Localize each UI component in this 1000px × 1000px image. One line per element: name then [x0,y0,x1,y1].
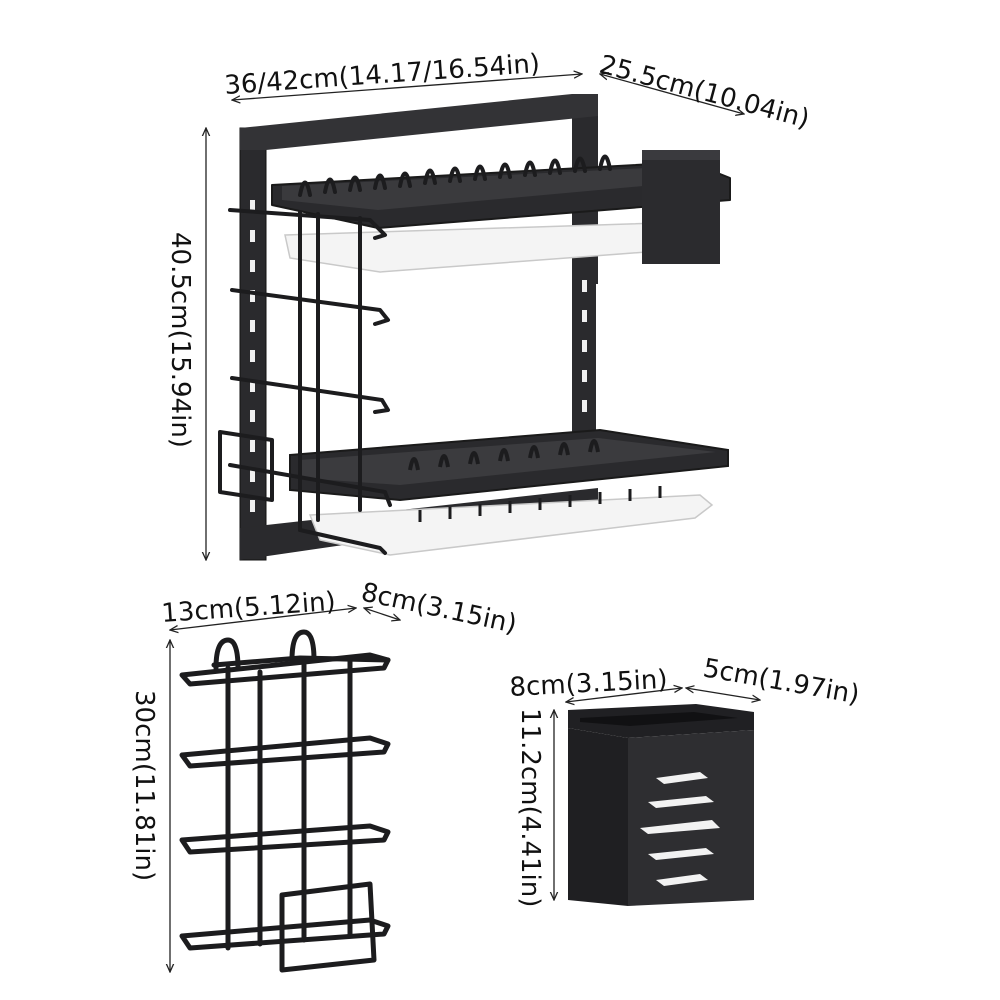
holder-width-label: 8cm(3.15in) [509,665,668,703]
lower-drip-tray [308,494,714,556]
side-height-dimension: 30cm(11.81in) [129,640,170,972]
upper-dish-basket [271,154,731,229]
side-depth-label: 8cm(3.15in) [359,578,520,640]
holder-width-dimension: 8cm(3.15in) [509,665,682,703]
holder-depth-label: 5cm(1.97in) [701,653,862,710]
holder-height-label: 11.2cm(4.41in) [515,708,545,907]
mounted-utensil-cup [642,150,720,264]
main-height-dimension: 40.5cm(15.94in) [165,128,206,560]
main-depth-label: 25.5cm(10.04in) [596,50,812,135]
main-dish-rack-illustration [218,94,731,561]
utensil-holder-illustration [568,704,754,906]
holder-depth-dimension: 5cm(1.97in) [686,653,862,710]
side-wire-rack-illustration [179,629,391,973]
side-width-label: 13cm(5.12in) [160,587,336,629]
attached-side-wire-rack [218,208,392,555]
main-width-dimension: 36/42cm(14.17/16.54in) [223,49,582,101]
side-height-label: 30cm(11.81in) [129,690,159,881]
holder-height-dimension: 11.2cm(4.41in) [515,708,554,907]
main-depth-dimension: 25.5cm(10.04in) [596,50,812,135]
lower-dish-basket [289,428,729,522]
main-height-label: 40.5cm(15.94in) [165,232,195,448]
main-width-label: 36/42cm(14.17/16.54in) [223,49,540,101]
side-depth-dimension: 8cm(3.15in) [359,578,520,640]
side-width-dimension: 13cm(5.12in) [160,587,356,630]
